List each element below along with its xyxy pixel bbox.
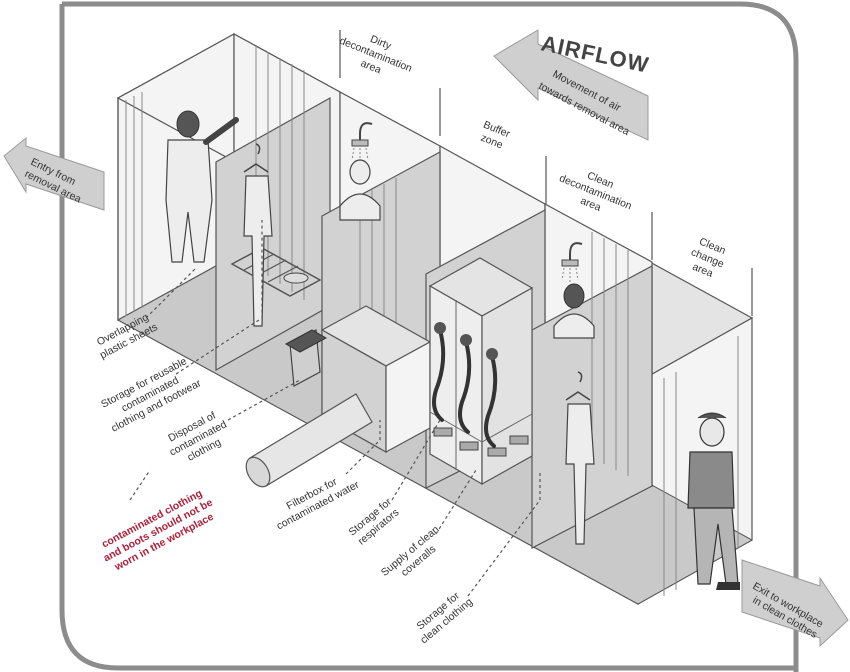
leader-coveralls (435, 469, 477, 535)
storage-cabinet (428, 257, 534, 486)
label-filterbox: Filterbox for contaminated water (275, 476, 362, 533)
filter-pipe (245, 393, 373, 488)
label-disposal: Disposal of contaminated clothing (166, 409, 229, 463)
shower-icon (351, 122, 583, 282)
airflow-arrow (493, 29, 649, 141)
label-coveralls: Supply of clean coveralls (379, 523, 442, 579)
leader-storage-reusable (175, 220, 263, 375)
curtain-strips (125, 46, 739, 596)
leader-filterbox (345, 420, 381, 475)
zone-dividers (339, 30, 753, 316)
suited-person-figure (165, 110, 239, 263)
respirator-icon (432, 322, 498, 448)
label-warning: contaminated clothing and boots should n… (100, 487, 216, 573)
label-clean-clothing: Storage for clean clothing (414, 589, 475, 646)
entry-arrow (3, 136, 105, 211)
leader-warning (129, 469, 151, 501)
leader-disposal (227, 379, 301, 421)
zone-dirty-label: Dirty decontamination area (338, 33, 414, 76)
zone-clean-change-label: Clean change area (689, 236, 727, 280)
zone-buffer-label: Buffer zone (479, 119, 512, 152)
exit-arrow (741, 559, 849, 648)
hanger-icon (243, 143, 595, 545)
leader-clean-clothing (467, 470, 541, 597)
exiting-person-figure (687, 412, 740, 590)
label-respirators: Storage for respirators (346, 495, 401, 547)
person-icon (339, 159, 595, 339)
disposal-bin (284, 329, 328, 387)
frame-border (59, 1, 799, 672)
